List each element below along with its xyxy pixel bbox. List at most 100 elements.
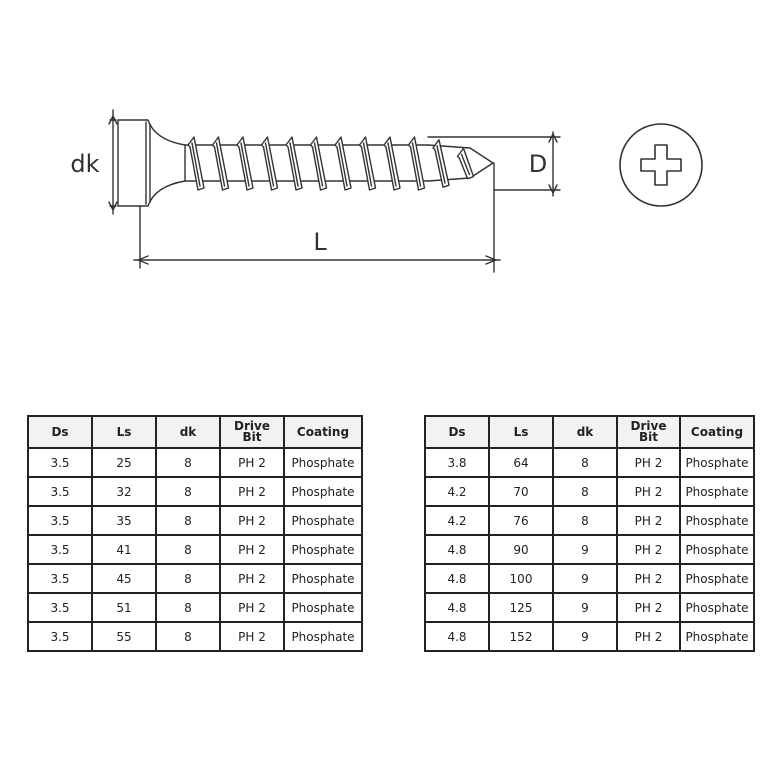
header-ds: Ds <box>424 415 490 449</box>
cell-ls: 70 <box>488 476 554 507</box>
cell-ls: 55 <box>91 621 157 652</box>
header-coating: Coating <box>283 415 363 449</box>
cell-dk: 8 <box>155 476 221 507</box>
thread-line <box>289 142 299 187</box>
thread-line <box>338 142 348 187</box>
thread-line <box>215 142 226 187</box>
cell-ds: 3.5 <box>27 476 93 507</box>
cell-dk: 9 <box>552 563 618 594</box>
cell-dk: 8 <box>552 447 618 478</box>
cell-ls: 32 <box>91 476 157 507</box>
cell-ls: 90 <box>488 534 554 565</box>
cell-ds: 4.2 <box>424 476 490 507</box>
cell-drive-bit: PH 2 <box>219 534 285 565</box>
head-top-view <box>619 123 703 207</box>
cell-ds: 4.8 <box>424 592 490 623</box>
cell-coating: Phosphate <box>679 592 755 623</box>
cell-coating: Phosphate <box>283 621 363 652</box>
cell-drive-bit: PH 2 <box>616 592 681 623</box>
cell-ls: 25 <box>91 447 157 478</box>
cell-drive-bit: PH 2 <box>616 447 681 478</box>
thread-line <box>313 142 324 187</box>
cell-dk: 8 <box>155 447 221 478</box>
header-ls: Ls <box>488 415 554 449</box>
phillips-cross-icon <box>640 144 682 186</box>
thread-line <box>460 153 471 176</box>
cell-drive-bit: PH 2 <box>616 505 681 536</box>
cell-ls: 76 <box>488 505 554 536</box>
cell-ds: 4.2 <box>424 505 490 536</box>
cell-ds: 3.5 <box>27 447 93 478</box>
cell-ls: 45 <box>91 563 157 594</box>
cell-dk: 8 <box>155 621 221 652</box>
cell-ls: 41 <box>91 534 157 565</box>
cell-ls: 125 <box>488 592 554 623</box>
header-ds: Ds <box>27 415 93 449</box>
cell-dk: 8 <box>155 505 221 536</box>
thread-line <box>387 142 397 187</box>
cell-ds: 3.8 <box>424 447 490 478</box>
cell-dk: 8 <box>155 592 221 623</box>
cell-coating: Phosphate <box>679 534 755 565</box>
cell-dk: 8 <box>155 534 221 565</box>
cell-dk: 8 <box>155 563 221 594</box>
screw-threads <box>187 136 475 191</box>
header-drive-bit: Drive Bit <box>219 415 285 449</box>
cell-ls: 100 <box>488 563 554 594</box>
cell-coating: Phosphate <box>283 476 363 507</box>
cell-drive-bit: PH 2 <box>616 476 681 507</box>
header-ls: Ls <box>91 415 157 449</box>
screw-point <box>427 144 494 182</box>
cell-ds: 4.8 <box>424 621 490 652</box>
cell-coating: Phosphate <box>283 505 363 536</box>
cell-coating: Phosphate <box>283 592 363 623</box>
cell-drive-bit: PH 2 <box>616 534 681 565</box>
d-label: D <box>529 150 547 178</box>
cell-dk: 8 <box>552 505 618 536</box>
header-coating: Coating <box>679 415 755 449</box>
cell-ds: 3.5 <box>27 534 93 565</box>
table-header-row: Ds Ls dk Drive Bit Coating <box>27 415 363 449</box>
screw-drawing: dk D L <box>70 109 703 273</box>
cell-dk: 9 <box>552 534 618 565</box>
cell-ds: 3.5 <box>27 592 93 623</box>
cell-drive-bit: PH 2 <box>219 447 285 478</box>
cell-drive-bit: PH 2 <box>219 592 285 623</box>
table-header-row: Ds Ls dk Drive Bit Coating <box>424 415 755 449</box>
cell-coating: Phosphate <box>679 621 755 652</box>
cell-drive-bit: PH 2 <box>616 563 681 594</box>
cell-coating: Phosphate <box>283 563 363 594</box>
cell-coating: Phosphate <box>283 447 363 478</box>
cell-ds: 3.5 <box>27 563 93 594</box>
header-dk: dk <box>552 415 618 449</box>
cell-drive-bit: PH 2 <box>219 505 285 536</box>
cell-dk: 9 <box>552 592 618 623</box>
cell-coating: Phosphate <box>283 534 363 565</box>
cell-ds: 4.8 <box>424 534 490 565</box>
header-drive-bit: Drive Bit <box>616 415 681 449</box>
header-dk: dk <box>155 415 221 449</box>
cell-coating: Phosphate <box>679 505 755 536</box>
thread-line <box>191 142 201 187</box>
cell-drive-bit: PH 2 <box>219 563 285 594</box>
cell-ls: 152 <box>488 621 554 652</box>
cell-dk: 8 <box>552 476 618 507</box>
screw-head <box>117 119 186 207</box>
cell-drive-bit: PH 2 <box>219 476 285 507</box>
cell-coating: Phosphate <box>679 447 755 478</box>
thread-line <box>264 142 275 187</box>
cell-coating: Phosphate <box>679 476 755 507</box>
thread-line <box>436 145 446 184</box>
